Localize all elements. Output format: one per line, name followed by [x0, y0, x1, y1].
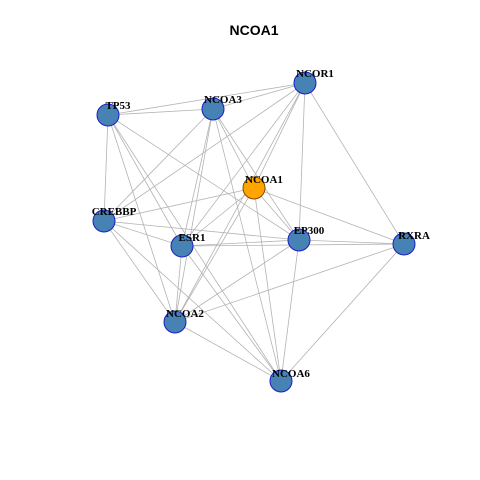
- edge-crebbp-ncoa2: [103, 220, 176, 323]
- edge-ncoa1-ncoa6: [253, 187, 282, 382]
- edge-ncoa3-ncoa1: [212, 108, 255, 189]
- edge-ep300-ncoa6: [280, 239, 300, 382]
- edge-ncor1-ep300: [298, 82, 306, 241]
- node-tp53[interactable]: TP53: [96, 100, 131, 127]
- node-rxra[interactable]: RXRA: [392, 230, 430, 256]
- edge-esr1-ncoa2: [174, 245, 183, 323]
- node-label: NCOR1: [296, 68, 334, 80]
- node-esr1[interactable]: ESR1: [170, 232, 206, 258]
- node-circle[interactable]: [242, 176, 266, 200]
- node-circle[interactable]: [201, 97, 225, 121]
- edge-ncor1-esr1: [181, 82, 306, 247]
- edge-ncoa1-rxra: [253, 187, 405, 245]
- edge-esr1-ncoa6: [181, 245, 282, 382]
- edge-rxra-ncoa2: [174, 243, 405, 323]
- edge-crebbp-ncoa6: [103, 220, 282, 382]
- node-label: NCOA2: [166, 308, 204, 320]
- edge-ncor1-rxra: [304, 82, 405, 245]
- node-circle[interactable]: [163, 310, 187, 334]
- node-ncoa3[interactable]: NCOA3: [201, 94, 242, 121]
- edge-ncoa1-esr1: [181, 187, 255, 247]
- edges-layer: [103, 82, 405, 382]
- edge-rxra-ncoa6: [280, 243, 405, 382]
- node-label: RXRA: [398, 230, 430, 242]
- node-circle[interactable]: [293, 71, 317, 95]
- edge-ep300-rxra: [298, 239, 405, 245]
- node-label: EP300: [294, 225, 325, 237]
- edge-tp53-ncoa6: [107, 114, 282, 382]
- node-label: TP53: [105, 100, 131, 112]
- diagram-title: NCOA1: [229, 22, 278, 38]
- edge-ncor1-crebbp: [103, 82, 306, 222]
- node-label: NCOA3: [204, 94, 242, 106]
- node-circle[interactable]: [287, 228, 311, 252]
- node-ep300[interactable]: EP300: [287, 225, 325, 252]
- edge-tp53-ncoa3: [107, 108, 214, 116]
- node-circle[interactable]: [269, 369, 293, 393]
- edge-crebbp-ep300: [103, 220, 300, 241]
- node-circle[interactable]: [392, 232, 416, 256]
- edge-tp53-ep300: [107, 114, 300, 241]
- node-circle[interactable]: [92, 209, 116, 233]
- node-label: ESR1: [179, 232, 206, 244]
- edge-ncoa1-crebbp: [103, 187, 255, 222]
- node-ncoa1[interactable]: NCOA1: [242, 174, 283, 200]
- edge-tp53-esr1: [107, 114, 183, 247]
- edge-ncoa3-ncor1: [212, 82, 306, 110]
- edge-crebbp-esr1: [103, 220, 183, 247]
- edge-ep300-ncoa2: [174, 239, 300, 323]
- edge-ncoa1-ncoa2: [174, 187, 255, 323]
- node-circle[interactable]: [96, 103, 120, 127]
- edge-ncoa3-esr1: [181, 108, 214, 247]
- edge-esr1-ep300: [181, 239, 300, 247]
- edge-tp53-ncor1: [107, 82, 306, 116]
- edge-tp53-ncoa2: [107, 114, 176, 323]
- node-circle[interactable]: [170, 234, 194, 258]
- edge-ncoa3-crebbp: [103, 108, 214, 222]
- edge-ncoa3-ncoa2: [174, 108, 214, 323]
- node-ncoa6[interactable]: NCOA6: [269, 368, 310, 393]
- node-ncor1[interactable]: NCOR1: [293, 68, 334, 95]
- edge-ncor1-ncoa2: [174, 82, 306, 323]
- node-ncoa2[interactable]: NCOA2: [163, 308, 204, 334]
- node-label: NCOA1: [245, 174, 283, 186]
- node-label: NCOA6: [272, 368, 310, 380]
- node-crebbp[interactable]: CREBBP: [92, 206, 137, 233]
- edge-tp53-crebbp: [103, 114, 109, 222]
- edge-ncoa3-ncoa6: [212, 108, 282, 382]
- node-label: CREBBP: [92, 206, 137, 218]
- edge-ncor1-ncoa1: [253, 82, 306, 189]
- edge-ncoa3-ep300: [212, 108, 300, 241]
- edge-ncoa2-ncoa6: [174, 321, 282, 382]
